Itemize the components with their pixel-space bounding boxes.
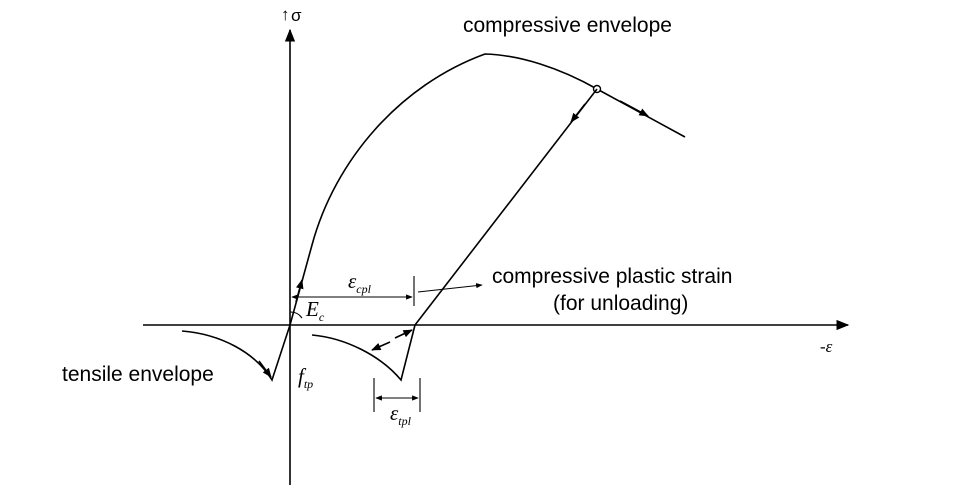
- loading-direction-arrow: [295, 279, 304, 303]
- tensile-envelope-label: tensile envelope: [62, 363, 214, 386]
- tensile-envelope-curve-right: [311, 324, 416, 382]
- compressive-envelope-label: compressive envelope: [463, 14, 672, 37]
- eps-tpl-label: εtpl: [390, 401, 412, 428]
- stress-axis-label: ↑ σ: [281, 5, 302, 25]
- reload-arrow-reverse: [394, 329, 413, 339]
- stress-axis-symbol: σ: [291, 6, 302, 25]
- eps-cpl-label: εcpl: [348, 269, 372, 296]
- tensile-left-arrow: [258, 360, 272, 378]
- plastic-strain-pointer: [417, 283, 483, 293]
- plastic-strain-sublabel: (for unloading): [553, 292, 688, 315]
- tensile-strength-label: ftp: [298, 364, 313, 391]
- unloading-line: [414, 88, 598, 326]
- compressive-envelope-curve: [289, 53, 686, 326]
- envelope-direction-arrow: [619, 100, 649, 117]
- plastic-strain-label: compressive plastic strain: [492, 265, 732, 288]
- svg-text:↑: ↑: [281, 5, 290, 24]
- reload-arrow: [371, 341, 391, 351]
- modulus-label: Ec: [305, 297, 325, 324]
- strain-axis-label: -ε: [820, 337, 833, 356]
- modulus-arc: [289, 311, 303, 319]
- unloading-direction-arrow: [570, 103, 586, 123]
